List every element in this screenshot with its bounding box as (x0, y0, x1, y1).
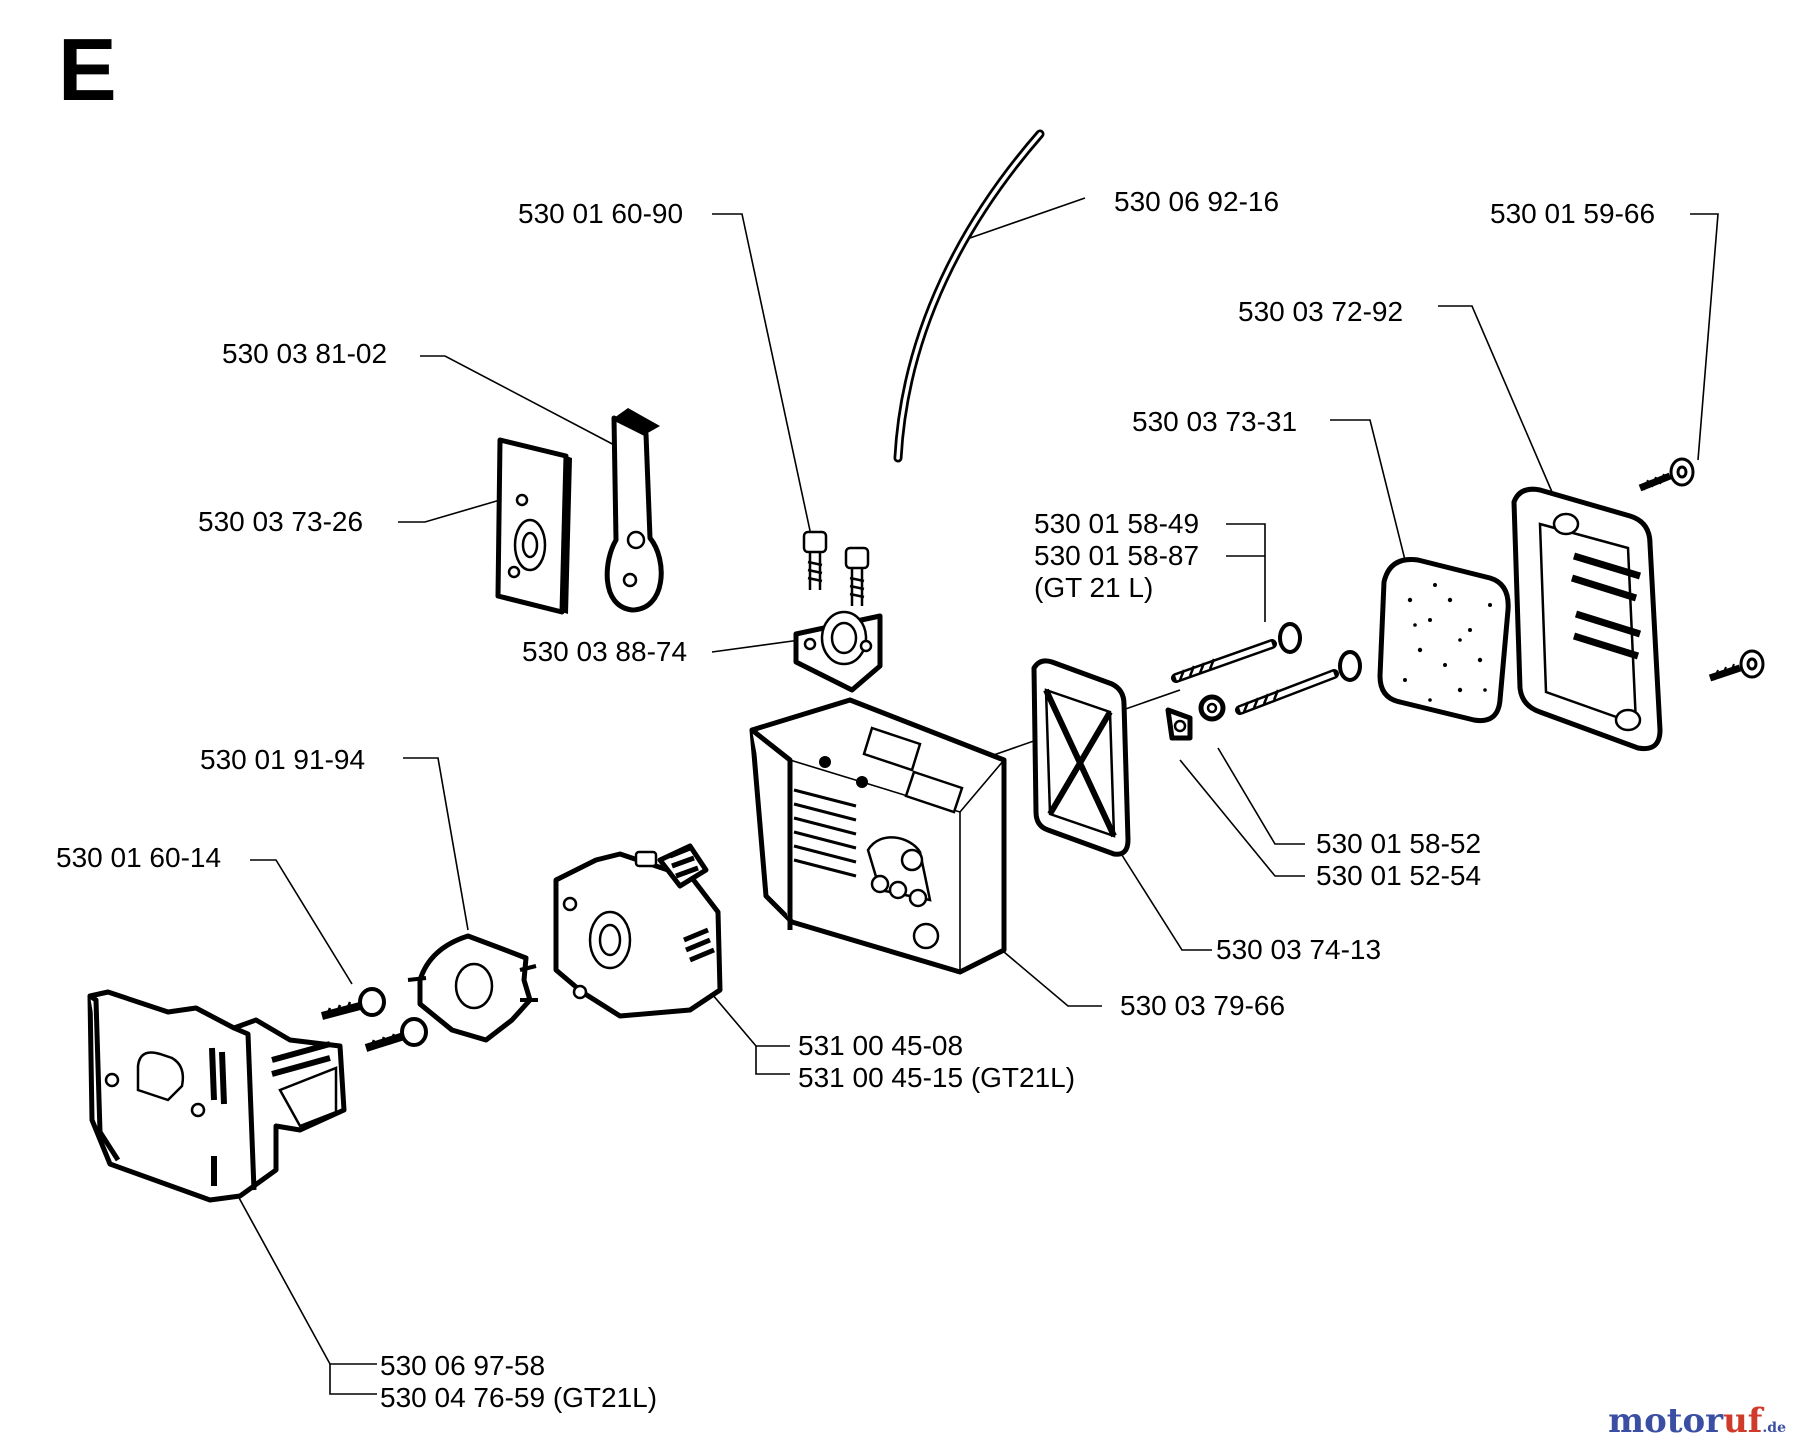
filter-housing (749, 697, 1007, 975)
part-label-16: 530 03 74-13 (1216, 934, 1382, 965)
intake-housing (87, 989, 347, 1203)
part-label-19: 531 00 45-15 (GT21L) (798, 1062, 1076, 1093)
part-label-10: (GT 21 L) (1034, 572, 1154, 603)
long-bolts (1171, 622, 1362, 715)
part-label-8: 530 01 58-49 (1034, 508, 1200, 539)
carburetor (553, 843, 723, 1019)
part-label-12: 530 01 91-94 (200, 744, 366, 775)
screws-pair (802, 530, 870, 606)
section-letter: E (58, 20, 117, 119)
part-label-20: 530 06 97-58 (380, 1350, 546, 1381)
cover-screws (1638, 457, 1765, 682)
filter-frame (1031, 658, 1131, 857)
part-label-2: 530 06 92-16 (1114, 186, 1280, 217)
part-label-7: 530 03 73-26 (198, 506, 364, 537)
choke-lever (604, 408, 664, 613)
studs-pair (320, 987, 428, 1052)
part-label-17: 530 03 79-66 (1120, 990, 1286, 1021)
part-label-9: 530 01 58-87 (1034, 540, 1200, 571)
part-label-5: 530 03 81-02 (222, 338, 388, 369)
part-label-11: 530 03 88-74 (522, 636, 688, 667)
fuel-hose (893, 129, 1045, 463)
part-label-3: 530 01 59-66 (1490, 198, 1656, 229)
watermark-logo: motoruf.de (1608, 1401, 1786, 1441)
carb-gasket (407, 933, 538, 1043)
plate-gasket (495, 437, 572, 615)
leader-lines (237, 197, 1719, 1395)
part-label-1: 530 01 60-90 (518, 198, 684, 229)
foam-filter (1377, 556, 1511, 724)
part-label-13: 530 01 60-14 (56, 842, 222, 873)
washer-nut (1165, 694, 1226, 741)
part-label-6: 530 03 73-31 (1132, 406, 1298, 437)
part-label-15: 530 01 52-54 (1316, 860, 1482, 891)
flange (793, 610, 883, 693)
part-label-18: 531 00 45-08 (798, 1030, 964, 1061)
part-label-21: 530 04 76-59 (GT21L) (380, 1382, 658, 1413)
filter-cover (1511, 486, 1663, 752)
part-label-4: 530 03 72-92 (1238, 296, 1404, 327)
part-label-14: 530 01 58-52 (1316, 828, 1482, 859)
